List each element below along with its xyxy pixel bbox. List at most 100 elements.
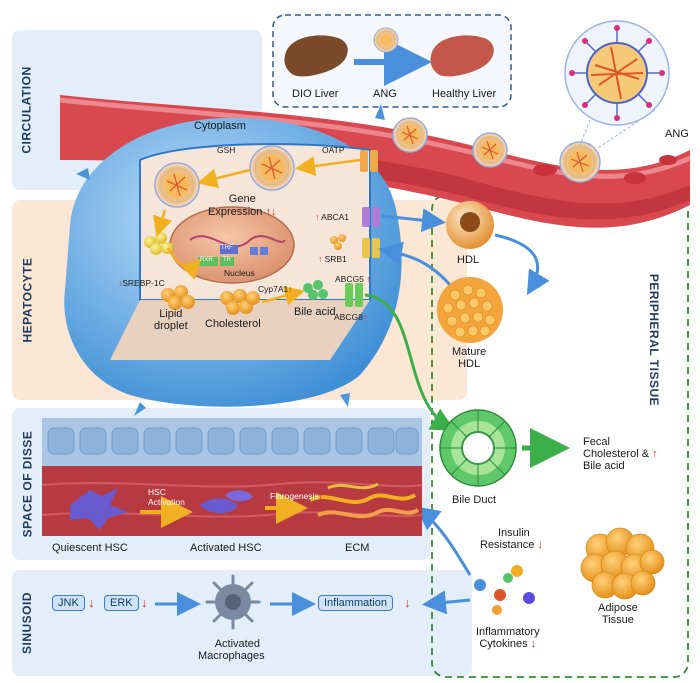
label-bile-acid: Bile acid: [294, 306, 336, 318]
ang-small-icon: [373, 27, 399, 53]
red-blood-cell: [624, 172, 646, 184]
label-nucleus: Nucleus: [224, 268, 255, 278]
label-ang-zoom: ANG: [665, 128, 689, 140]
label-peripheral-tissue: PERIPHERAL TISSUE: [647, 273, 661, 407]
label-hdl: HDL: [457, 254, 480, 266]
arrow-abca1-to-hdl: [381, 208, 446, 233]
healthy-liver-icon: [430, 35, 494, 77]
label-abcg8: ABCG8↑: [334, 312, 368, 322]
label-srebp1c: ↓SREBP-1C: [118, 278, 165, 288]
cytokine-dot: [523, 592, 535, 604]
label-tr: TR: [223, 257, 231, 263]
cholesterol-small: [330, 234, 346, 250]
nanoparticle-ang: [392, 117, 428, 153]
arrow-mature-to-srb1: [378, 241, 452, 286]
inflammation-pill: Inflammation: [318, 595, 393, 611]
abca1-transporter: [362, 207, 380, 227]
arrow-cytokines-to-inflammation: [422, 590, 471, 615]
ecm-fibers: [327, 482, 379, 490]
label-gene-expression: Gene Expression ↑↓: [208, 193, 277, 218]
label-abca1: ↑ ABCA1: [315, 212, 350, 222]
label-rxr: RXR: [200, 257, 213, 263]
arrow-to-lipid: [153, 209, 173, 237]
bile-acid-cluster: [303, 280, 328, 300]
jnk-down-arrow: ↓: [88, 595, 95, 610]
label-activated-hsc: Activated HSC: [190, 542, 262, 554]
ecm-fibers: [317, 507, 420, 519]
bile-duct: [439, 409, 517, 487]
nanoparticle-intracellular: [154, 162, 200, 208]
label-srb1: ↑ SRB1: [318, 254, 347, 264]
erk-pill: ERK: [104, 595, 139, 611]
nanoparticle-ang: [472, 132, 508, 168]
arrow-gsh-release: [197, 168, 251, 189]
label-trf: TRF: [221, 245, 233, 251]
label-ang-top: ANG: [373, 88, 397, 100]
ang-zoom-particle: [569, 25, 665, 121]
oatp-transporter: [360, 150, 378, 172]
dio-liver-icon: [284, 35, 348, 77]
arrow-oatp-uptake: [295, 156, 361, 176]
blood-vessel-highlight: [59, 97, 692, 179]
receptor-block: [250, 247, 258, 255]
endothelial-cells: [47, 427, 419, 455]
cytokine-dot: [492, 605, 502, 615]
vessel-lumen: [300, 150, 690, 220]
arrow-to-nucleus: [166, 247, 202, 280]
label-fecal: Fecal Cholesterol & ↑ Bile acid: [583, 436, 658, 472]
activated-macrophage: [205, 574, 261, 630]
ecm-fibers: [309, 493, 417, 504]
label-dio-liver: DIO Liver: [292, 88, 339, 100]
arrow-to-bile-acid: [261, 286, 305, 306]
arrow-cytokines-to-disse: [415, 506, 472, 576]
label-abcg5: ABCG5 ↑: [335, 274, 371, 284]
abcg5-abcg8-transporter: [345, 283, 363, 307]
rxr-box: [198, 257, 218, 266]
cholesterol-cluster: [220, 289, 260, 315]
cutaway-floor: [110, 300, 370, 360]
label-insulin-resistance: Insulin Resistance ↓: [480, 527, 543, 551]
arrow-abcg-to-bile-duct: [364, 293, 456, 431]
label-oatp: OATP: [322, 145, 345, 155]
nanoparticle-intracellular: [249, 145, 295, 191]
adipose-tissue-cluster: [580, 527, 665, 600]
label-fibrogenesis: Fibrogenesis↓: [270, 491, 323, 501]
red-blood-cell: [659, 155, 677, 165]
receptor-block: [260, 247, 268, 255]
label-bile-duct: Bile Duct: [452, 494, 497, 506]
label-quiescent-hsc: Quiescent HSC: [52, 542, 128, 554]
label-hsc-activation: HSC Activation↓: [148, 487, 190, 507]
mature-hdl-particle: [437, 277, 503, 343]
label-gsh: GSH: [217, 145, 236, 155]
lipid-cluster: [144, 232, 173, 255]
cytokine-dot: [474, 579, 486, 591]
arrow-hdl-to-mature: [494, 233, 550, 296]
tr-box: [220, 257, 234, 266]
label-cholesterol: Cholesterol: [205, 318, 261, 330]
trf-box: [220, 245, 238, 254]
cytokine-dot: [503, 573, 513, 583]
erk-down-arrow: ↓: [141, 595, 148, 610]
hdl-core: [460, 212, 480, 232]
ang-zoom-connector: [579, 119, 591, 146]
dna-strand: [189, 235, 286, 248]
activated-hsc-cell: [225, 490, 253, 502]
red-blood-cell: [533, 164, 557, 176]
label-cyp7a1: Cyp7A1↑: [258, 284, 293, 294]
quiescent-hsc-cell: [70, 488, 128, 530]
cytokine-dot: [494, 589, 506, 601]
jnk-pill: JNK: [52, 595, 85, 611]
label-inflammatory-cytokines: Inflammatory Cytokines ↓: [476, 626, 540, 650]
ang-zoom-connector: [597, 109, 656, 149]
nanoparticle-ang: [559, 141, 601, 183]
activated-hsc-cell: [200, 498, 238, 514]
inflammation-down-arrow: ↓: [404, 595, 411, 610]
lipid-droplet: [161, 285, 195, 310]
cytokine-dot: [511, 565, 523, 577]
label-cytoplasm: Cytoplasm: [194, 120, 246, 132]
